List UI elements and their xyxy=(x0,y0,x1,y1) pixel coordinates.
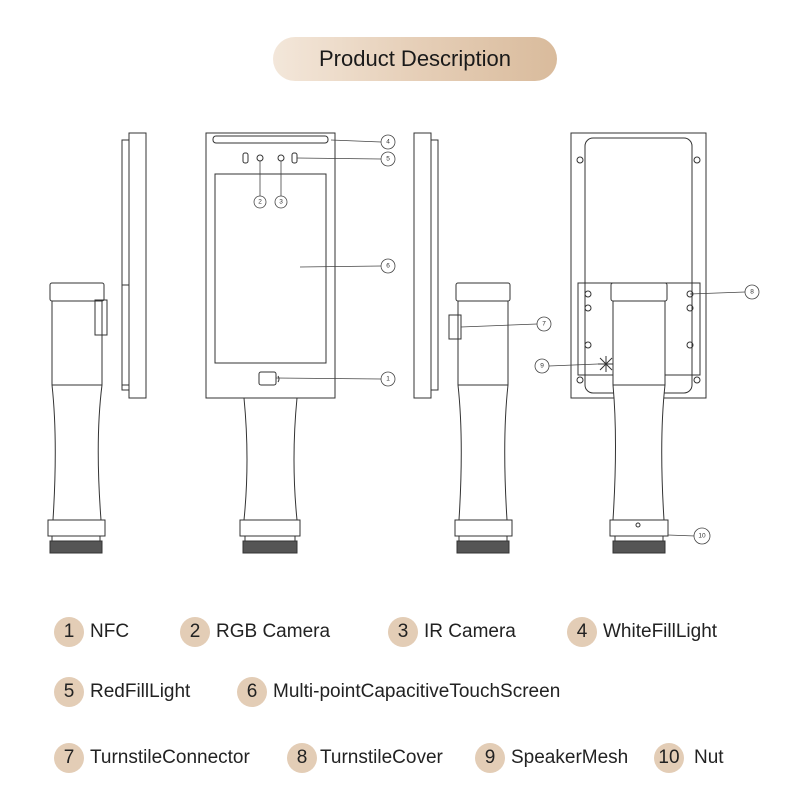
legend-item-speaker-mesh: 9 SpeakerMesh xyxy=(475,743,628,773)
callout-1-circle xyxy=(380,371,396,387)
callout-1-label: 1 xyxy=(386,376,390,383)
legend-number: 2 xyxy=(180,617,210,647)
callout-10-circle xyxy=(693,527,711,545)
speaker-mesh-symbol xyxy=(598,356,614,372)
callout-2-circle xyxy=(253,195,267,209)
front-view xyxy=(205,132,336,554)
legend-item-nfc: 1 NFC xyxy=(54,617,129,647)
legend-number: 5 xyxy=(54,677,84,707)
legend-number: 4 xyxy=(567,617,597,647)
legend-item-turnstile-cover: 8 TurnstileCover xyxy=(287,743,443,773)
legend-label: RGB Camera xyxy=(216,621,331,642)
title-banner: Product Description xyxy=(273,37,557,81)
legend-label: WhiteFillLight xyxy=(603,621,718,642)
legend-item-nut: 10 Nut xyxy=(654,743,724,773)
legend-label: Nut xyxy=(694,747,724,768)
side-view-right xyxy=(413,132,513,554)
legend-item-white-fill-light: 4 WhiteFillLight xyxy=(567,617,717,647)
callout-9-label: 9 xyxy=(540,363,544,370)
legend-label: SpeakerMesh xyxy=(511,747,629,768)
callout-6-circle xyxy=(380,258,396,274)
legend-item-rgb-camera: 2 RGB Camera xyxy=(180,617,330,647)
callout-6-label: 6 xyxy=(386,263,390,270)
legend-label: RedFillLight xyxy=(90,681,191,702)
callout-7-circle xyxy=(536,316,552,332)
legend-number: 1 xyxy=(54,617,84,647)
legend-item-ir-camera: 3 IR Camera xyxy=(388,617,516,647)
legend-label: NFC xyxy=(90,621,130,642)
legend-label: TurnstileConnector xyxy=(90,747,250,768)
page-title: Product Description xyxy=(319,46,511,71)
callout-9-circle xyxy=(534,358,550,374)
back-view xyxy=(570,132,707,554)
legend-label: IR Camera xyxy=(424,621,516,642)
callout-4-label: 4 xyxy=(386,139,390,146)
callout-8-label: 8 xyxy=(750,289,754,296)
callout-10-label: 10 xyxy=(698,533,706,540)
side-view-left xyxy=(47,132,147,554)
callout-2-label: 2 xyxy=(258,199,262,206)
legend-number: 10 xyxy=(654,743,684,773)
callout-5-circle xyxy=(380,151,396,167)
legend-number: 7 xyxy=(54,743,84,773)
callout-8-circle xyxy=(744,284,760,300)
legend-item-turnstile-connector: 7 TurnstileConnector xyxy=(54,743,250,773)
callout-leaders xyxy=(259,139,746,537)
product-line-drawing: 1 2 3 4 5 6 7 8 9 10 xyxy=(47,132,760,554)
legend-label: TurnstileCover xyxy=(320,747,443,768)
legend-number: 6 xyxy=(237,677,267,707)
legend-number: 3 xyxy=(388,617,418,647)
callout-3-circle xyxy=(274,195,288,209)
callout-7-label: 7 xyxy=(542,321,546,328)
callout-3-label: 3 xyxy=(279,199,283,206)
legend-item-touch-screen: 6 Multi-pointCapacitiveTouchScreen xyxy=(237,677,560,707)
callout-5-label: 5 xyxy=(386,156,390,163)
legend-label: Multi-pointCapacitiveTouchScreen xyxy=(273,681,561,702)
legend-number: 9 xyxy=(475,743,505,773)
legend-item-red-fill-light: 5 RedFillLight xyxy=(54,677,190,707)
callout-4-circle xyxy=(380,134,396,150)
legend-number: 8 xyxy=(287,743,317,773)
